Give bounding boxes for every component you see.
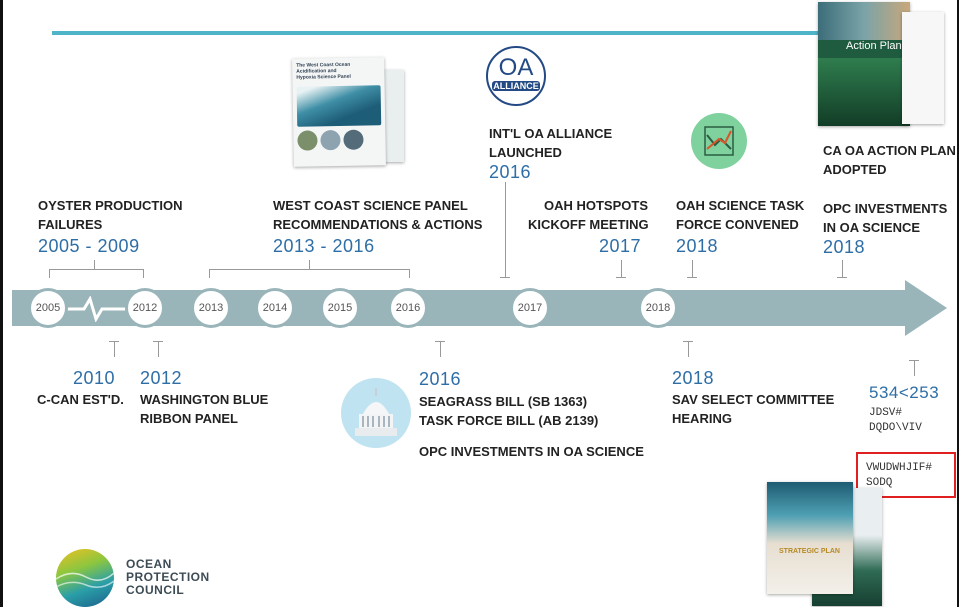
wave-image: [296, 85, 382, 127]
tick-opc-top: [842, 260, 843, 277]
tick-task-force-cap: [687, 277, 697, 278]
tick-oyster: [94, 260, 95, 269]
capitol-icon: [341, 378, 411, 448]
trend-icon: [704, 126, 734, 156]
tick-opc-top-cap: [837, 277, 847, 278]
timeline-node-2014: 2014: [255, 288, 295, 328]
header-rule: [52, 31, 832, 35]
tick-2018: [688, 341, 689, 357]
timeline-node-2012: 2012: [125, 288, 165, 328]
timeline-arrowhead: [905, 280, 947, 336]
event-year-oa-alliance: 2016: [489, 162, 532, 182]
event-year-ccan: 2010: [73, 368, 116, 388]
event-year-science-panel: 2013 - 2016: [273, 236, 375, 256]
tick-oa-alliance-cap: [500, 277, 510, 278]
slide-frame-right: [957, 0, 959, 607]
bracket-2005-2012: [49, 269, 144, 278]
tick-science-panel: [309, 260, 310, 269]
bracket-2013-2016: [209, 269, 410, 278]
timeline-node-2017: 2017: [510, 288, 550, 328]
tick-hotspots: [621, 260, 622, 277]
action-plan-page: [902, 12, 944, 124]
timeline-node-2005: 2005: [28, 288, 68, 328]
tick-2010: [114, 341, 115, 357]
tick-garbled: [914, 360, 915, 376]
highlight-box: [856, 452, 956, 498]
event-label-ccan: C-CAN EST'D.: [37, 392, 124, 407]
oa-badge-top: OA: [498, 54, 534, 81]
tick-2012: [158, 341, 159, 357]
garbled-box-text: VWUDWHJIF#SODQ: [866, 462, 933, 489]
tick-hotspots-cap: [616, 277, 626, 278]
ocean-protection-council-logo: [56, 549, 114, 607]
timeline-node-2018: 2018: [638, 288, 678, 328]
timeline-break-squiggle: [66, 296, 126, 322]
science-panel-report-thumbnail: The West Coast Ocean Acidification and H…: [292, 57, 386, 167]
oa-badge-bottom: ALLIANCE: [492, 81, 540, 91]
report-photos: [297, 129, 381, 151]
action-plan-thumbnail: Action Plan: [818, 2, 910, 126]
oa-alliance-badge: OA ALLIANCE: [486, 46, 546, 106]
garbled-year: 534<253: [869, 383, 940, 402]
strategic-plan-thumbnail: STRATEGIC PLAN: [767, 482, 853, 594]
tick-task-force: [692, 260, 693, 277]
action-plan-title: Action Plan: [846, 40, 902, 52]
event-label-bills: SEAGRASS BILL (SB 1363) TASK FORCE BILL …: [419, 394, 644, 459]
event-year-opc-investments-top: 2018: [823, 237, 866, 257]
event-year-sav: 2018: [672, 368, 715, 388]
event-year-oyster: 2005 - 2009: [38, 236, 140, 256]
tick-2016: [440, 341, 441, 357]
timeline-node-2015: 2015: [320, 288, 360, 328]
chart-trend-icon: [691, 113, 747, 169]
tick-oa-alliance: [505, 182, 506, 278]
garbled-text: JDSV#DQDO\VIV: [869, 407, 922, 434]
timeline-node-2013: 2013: [191, 288, 231, 328]
event-year-bills: 2016: [419, 369, 462, 389]
report-title: The West Coast Ocean Acidification and H…: [296, 61, 351, 81]
slide-frame-left: [0, 0, 3, 607]
timeline-node-2016: 2016: [388, 288, 428, 328]
event-year-blue-ribbon: 2012: [140, 368, 183, 388]
event-year-hotspots: 2017: [599, 236, 642, 256]
strategic-plan-title: STRATEGIC PLAN: [779, 548, 840, 555]
event-year-task-force: 2018: [676, 236, 719, 256]
